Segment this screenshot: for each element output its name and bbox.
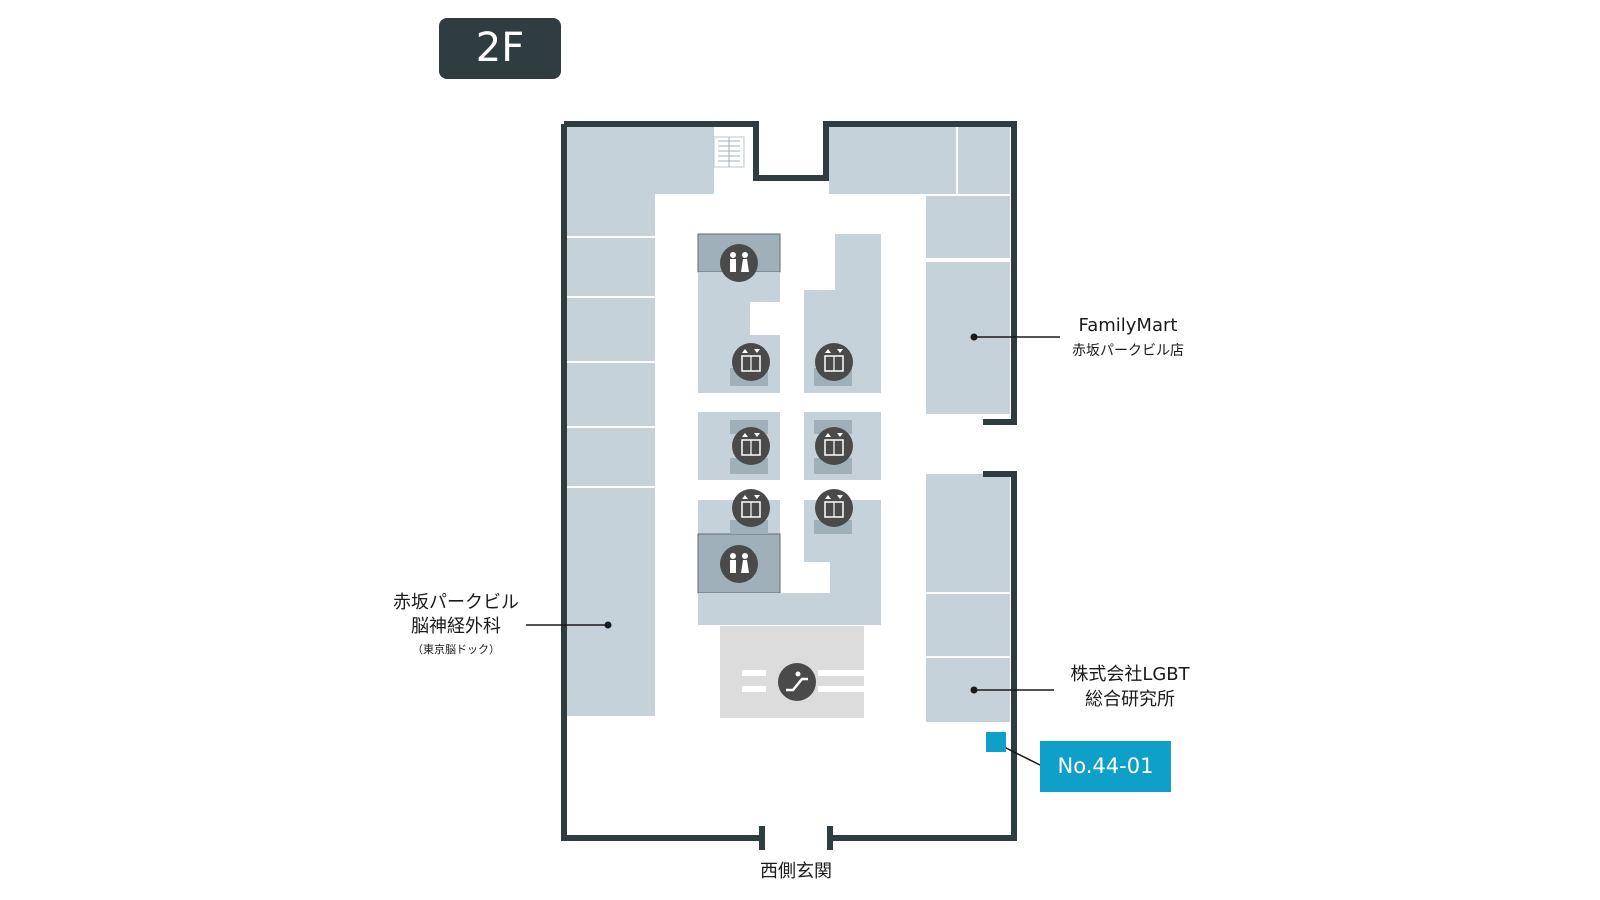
room-left-5 [567,428,655,486]
clinic-name-line1: 赤坂パークビル [393,592,519,613]
outer-walls [561,121,1017,850]
stairs-icon [713,136,745,168]
right-lower-rooms [926,474,1010,722]
lgbt-name-line2: 総合研究所 [1085,689,1175,710]
room-familymart [926,262,1010,414]
room-left-3 [567,298,655,361]
elevator-icon [815,427,853,465]
room-clinic [567,488,655,716]
unit-marker[interactable] [986,732,1006,752]
entrance-label: 西側玄関 [760,861,832,882]
core-bottom-right [830,562,881,593]
room-left-4 [567,363,655,426]
lgbt-name-line1: 株式会社LGBT [1070,664,1190,685]
room-left-top-lower [567,194,655,236]
core-right-upper [835,234,881,290]
room-left-top [567,126,714,194]
elevator-icon [815,489,853,527]
right-top-rooms [829,126,1010,414]
leader-lines [526,336,1060,767]
unit-tag[interactable]: No.44-01 [1040,741,1171,792]
room-right-lower-1 [926,474,1010,592]
escalator-icon [778,663,816,701]
room-left-2 [567,238,655,296]
elevator-icon [815,343,853,381]
familymart-name: FamilyMart [1078,315,1178,336]
restroom-icon [720,545,758,583]
room-right-top-b [958,126,1010,194]
room-right-lower-2 [926,594,1010,656]
clinic-name-line3: （東京脳ドック） [412,643,500,656]
left-rooms [567,126,714,716]
room-right-top-a [829,126,956,194]
clinic-name-line2: 脳神経外科 [411,616,501,637]
central-core [697,233,881,625]
core-left-elev-link [698,302,750,335]
familymart-dot [970,333,978,341]
familymart-branch: 赤坂パークビル店 [1072,343,1184,359]
room-right-mid [926,196,1010,258]
elevator-icon [732,343,770,381]
core-bottom-base [698,593,881,625]
elevator-icon [732,427,770,465]
restroom-icon [720,244,758,282]
elevator-icon [732,489,770,527]
floor-badge: 2F [439,18,561,79]
lgbt-dot [970,686,978,694]
clinic-dot [604,621,612,629]
